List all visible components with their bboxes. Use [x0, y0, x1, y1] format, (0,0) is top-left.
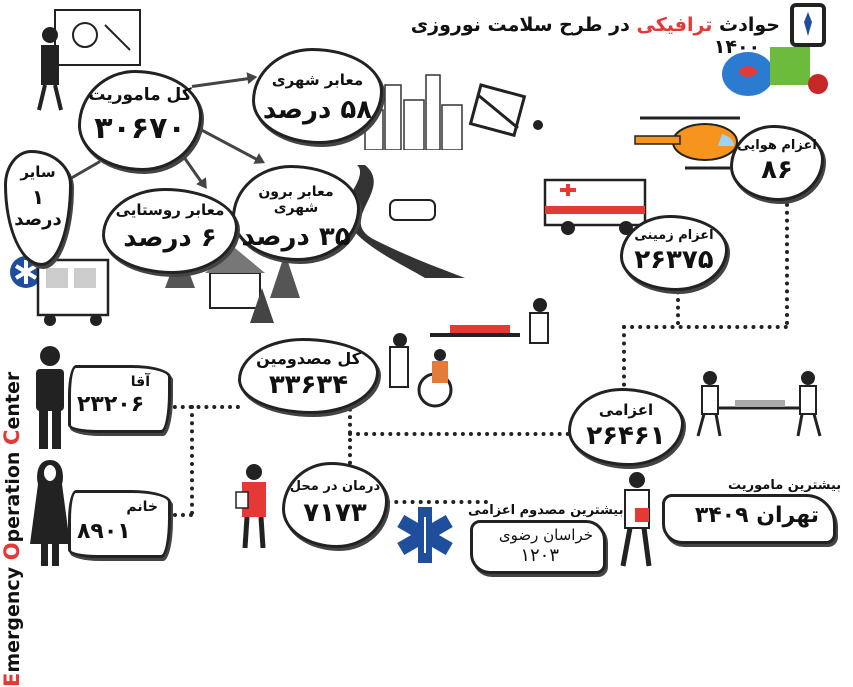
- ground-dispatch-value: ۲۶۳۷۵: [634, 245, 714, 275]
- onsite-treatment-value: ۷۱۷۳: [303, 498, 367, 528]
- connector-injured-down: [348, 400, 352, 480]
- male-value: ۲۳۲۰۶: [77, 392, 145, 417]
- letter-c: C: [0, 429, 24, 445]
- female-label: خانم: [126, 499, 158, 515]
- connector-ground-down: [676, 275, 680, 325]
- most-dispatched-label: بیشترین مصدوم اعزامی: [468, 503, 624, 518]
- connector-female: [165, 513, 193, 517]
- most-missions-value: تهران ۳۴۰۹: [694, 503, 819, 528]
- word-mergency: mergency: [2, 560, 24, 673]
- connector-gender-vertical: [190, 405, 194, 515]
- onsite-treatment-bubble: درمان در محل ۷۱۷۳: [282, 462, 388, 548]
- stretcher-carriers-illustration: [696, 371, 822, 437]
- ambulance-icon: [543, 178, 647, 235]
- connector-mid: [622, 325, 626, 395]
- woman-icon: [30, 460, 70, 566]
- intercity-roads-label: معابر برون شهری: [258, 184, 334, 216]
- arrow-to-urban: [191, 76, 254, 88]
- intercity-roads-bubble: معابر برون شهری ۳۵ درصد: [232, 165, 360, 261]
- paramedic-walking-illustration: [620, 472, 652, 567]
- urban-roads-bubble: معابر شهری ۵۸ درصد: [252, 48, 383, 144]
- connector-injured-dispatch: [348, 432, 570, 436]
- total-missions-bubble: کل ماموریت ۳۰۶۷۰: [78, 70, 202, 171]
- title-highlight: ترافیکی: [636, 14, 713, 36]
- urban-roads-label: معابر شهری: [271, 71, 364, 89]
- arrow-to-intercity: [194, 125, 262, 164]
- total-missions-label: کل ماموریت: [88, 85, 192, 105]
- star-of-life-icon: [397, 507, 453, 563]
- urban-roads-value: ۵۸ درصد: [262, 95, 373, 125]
- ground-dispatch-bubble: اعزام زمینی ۲۶۳۷۵: [620, 215, 728, 291]
- air-dispatch-bubble: اعزام هوایی ۸۶: [730, 125, 824, 201]
- rural-roads-value: ۶ درصد: [123, 223, 217, 253]
- title-part1: حوادث: [719, 14, 780, 36]
- air-dispatch-value: ۸۶: [761, 155, 793, 185]
- most-missions-box: تهران ۳۴۰۹: [662, 494, 836, 544]
- word-peration: peration: [2, 444, 24, 543]
- dispatched-bubble: اعزامی ۲۶۴۶۱: [568, 388, 684, 466]
- intercity-roads-value: ۳۵ درصد: [241, 222, 351, 252]
- connector-air-horizontal: [622, 325, 788, 329]
- most-dispatched-value: ۱۲۰۳: [520, 545, 559, 566]
- dispatched-label: اعزامی: [598, 401, 654, 419]
- total-injured-value: ۳۳۶۳۴: [268, 370, 349, 400]
- most-dispatched-box: خراسان رضوی ۱۲۰۳: [470, 520, 606, 574]
- nowruz-haft-seen-icon: [722, 3, 828, 96]
- title-part2: در طرح سلامت نوروزی: [410, 14, 630, 36]
- total-missions-value: ۳۰۶۷۰: [94, 111, 186, 146]
- road-illustration: [344, 165, 465, 278]
- most-missions-label: بیشترین ماموریت: [728, 478, 842, 493]
- other-roads-label: سایر: [20, 163, 56, 181]
- city-skyline-illustration: [364, 74, 543, 150]
- dispatched-value: ۲۶۴۶۱: [586, 421, 666, 451]
- presenter-illustration: [37, 9, 141, 111]
- female-value: ۸۹۰۱: [77, 519, 131, 544]
- word-enter: enter: [2, 371, 24, 430]
- other-roads-value-number: ۱: [31, 185, 45, 209]
- most-dispatched-province: خراسان رضوی: [498, 526, 593, 544]
- helicopter-icon: [634, 116, 740, 170]
- connector-air-down: [785, 195, 789, 325]
- other-roads-value-unit: درصد: [14, 209, 62, 230]
- ambulance-rear-icon: [10, 256, 110, 326]
- rural-roads-label: معابر روستایی: [115, 201, 225, 219]
- total-injured-label: کل مصدومین: [256, 349, 361, 368]
- total-injured-bubble: کل مصدومین ۳۳۶۳۴: [238, 338, 379, 414]
- other-roads-bubble: سایر ۱ درصد: [4, 150, 72, 266]
- male-label: آقا: [130, 374, 150, 390]
- connector-gender: [165, 405, 240, 409]
- connector-province: [378, 500, 488, 504]
- patients-paramedics-illustration: [389, 298, 549, 408]
- onsite-treatment-label: درمان در محل: [289, 479, 381, 494]
- letter-e: E: [0, 672, 24, 687]
- man-icon: [36, 346, 64, 449]
- air-dispatch-label: اعزام هوایی: [737, 138, 817, 153]
- ground-dispatch-label: اعزام زمینی: [634, 228, 714, 243]
- male-count-box: آقا ۲۳۲۰۶: [68, 365, 171, 433]
- page-title: حوادث ترافیکی در طرح سلامت نوروزی ۱۴۰۰: [395, 14, 780, 58]
- female-count-box: خانم ۸۹۰۱: [68, 490, 171, 558]
- paramedic-clipboard-illustration: [235, 464, 266, 549]
- letter-o: O: [0, 542, 24, 561]
- rural-roads-bubble: معابر روستایی ۶ درصد: [102, 188, 238, 274]
